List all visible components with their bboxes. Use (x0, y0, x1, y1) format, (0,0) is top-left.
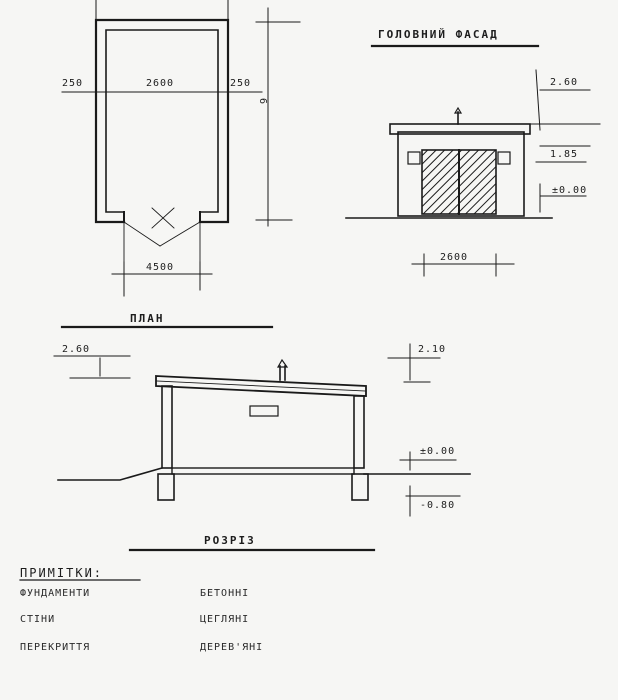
note-label-walls: СТІНИ (20, 614, 56, 625)
section-dim-right-top: 2.10 (418, 344, 447, 355)
section-title: РОЗРІЗ (204, 534, 256, 547)
facade-dim-mid: 1.85 (550, 149, 579, 160)
section-drawing (53, 343, 471, 552)
plan-door-swing (123, 207, 201, 263)
plan-dim-length: 6 (257, 97, 269, 106)
facade-dim-zero: ±0.00 (552, 185, 588, 196)
plan-drawing (60, 0, 301, 329)
plan-inner-wall (105, 29, 219, 213)
plan-outer-wall (94, 18, 230, 224)
plan-dim-left: 250 (62, 78, 84, 89)
section-dim-left-top: 2.60 (62, 344, 91, 355)
note-label-floors: ПЕРЕКРИТТЯ (20, 642, 91, 653)
note-value-walls: ЦЕГЛЯНІ (200, 614, 250, 625)
note-value-floors: ДЕРЕВ'ЯНІ (200, 642, 264, 653)
plan-title: ПЛАН (130, 312, 165, 325)
facade-dim-top: 2.60 (550, 77, 579, 88)
section-dim-zero: ±0.00 (420, 446, 456, 457)
facade-drawing (345, 44, 601, 277)
note-label-foundations: ФУНДАМЕНТИ (20, 588, 91, 599)
note-value-foundations: БЕТОННІ (200, 588, 250, 599)
plan-dim-right: 250 (230, 78, 252, 89)
plan-dim-middle: 2600 (146, 78, 175, 89)
plan-dim-bottom: 4500 (146, 262, 175, 273)
notes-heading: ПРИМІТКИ: (20, 566, 104, 580)
facade-dim-width: 2600 (440, 252, 469, 263)
facade-title: ГОЛОВНИЙ ФАСАД (378, 28, 499, 41)
section-dim-bottom: -0.80 (420, 500, 456, 511)
